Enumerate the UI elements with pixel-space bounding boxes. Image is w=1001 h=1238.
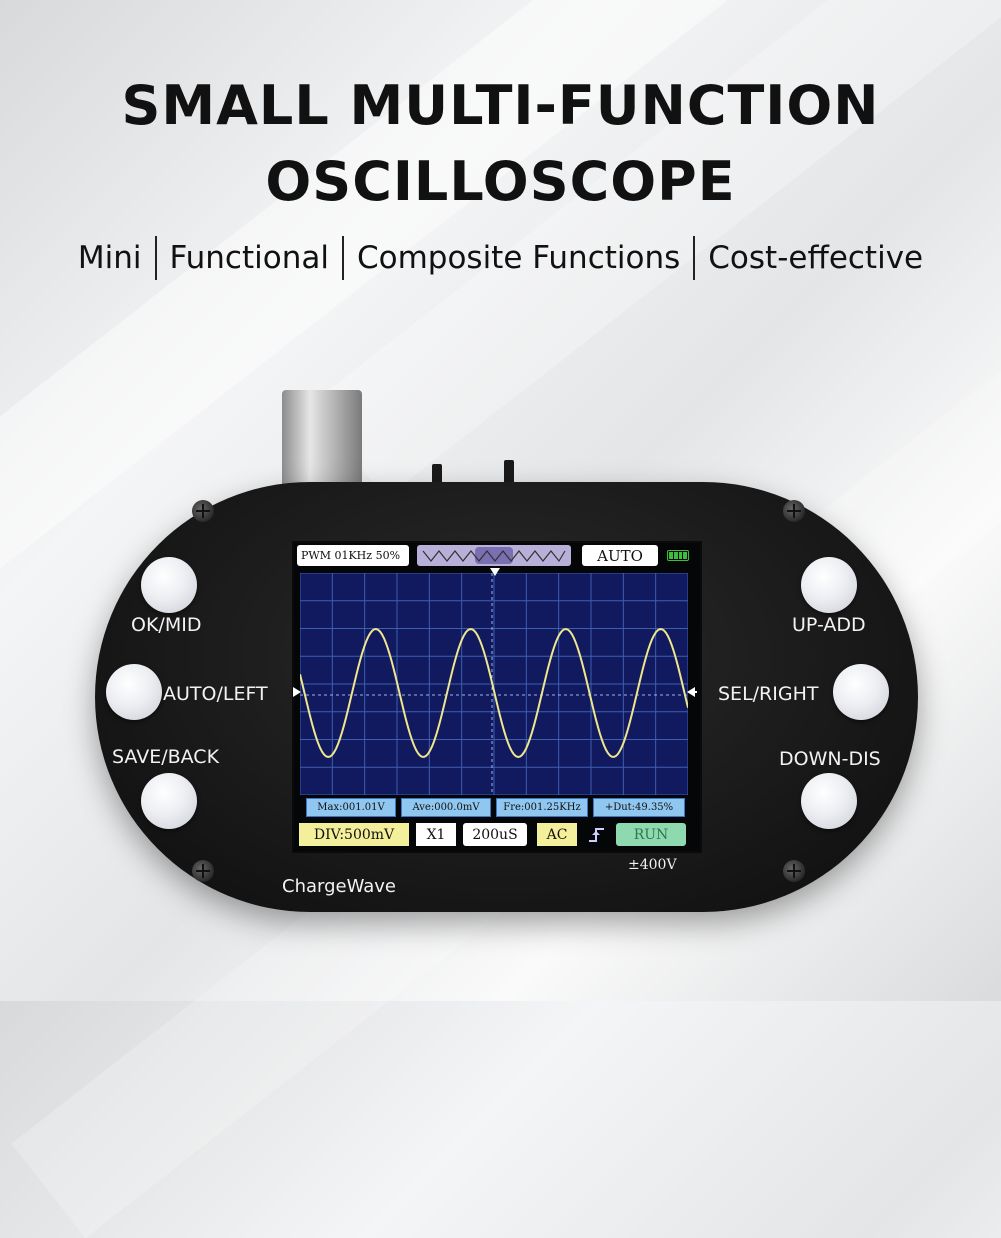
trigger-marker-icon (490, 568, 500, 576)
screw-icon (192, 500, 214, 522)
down-dis-label: DOWN-DIS (779, 748, 881, 770)
power-switch[interactable] (432, 464, 442, 486)
tag-separator (154, 236, 157, 280)
up-add-button[interactable] (801, 557, 857, 613)
volts-per-div-setting[interactable]: DIV:500mV (299, 823, 409, 846)
wave-mode-indicator: PWM 01KHz 50% (297, 545, 409, 566)
headline-line-2: OSCILLOSCOPE (265, 150, 736, 213)
run-stop-status[interactable]: RUN (616, 823, 686, 846)
frequency-readout: Fre:001.25KHz (496, 798, 588, 817)
waveform-plot-svg (300, 573, 688, 795)
power-switch-tab (504, 460, 514, 486)
tag-mini: Mini (77, 240, 142, 276)
waveform-position-icon (422, 547, 566, 564)
sel-right-button[interactable] (833, 664, 889, 720)
duty-cycle-readout: +Dut:49.35% (593, 798, 685, 817)
brand-name: ChargeWave (282, 876, 396, 897)
waveform-plot (300, 573, 688, 795)
up-add-label: UP-ADD (792, 614, 866, 636)
ok-mid-label: OK/MID (131, 614, 202, 636)
screw-icon (192, 860, 214, 882)
sel-right-label: SEL/RIGHT (718, 683, 819, 705)
level-marker-right-icon (687, 687, 697, 697)
screw-icon (783, 500, 805, 522)
screw-icon (783, 860, 805, 882)
feature-tagline: Mini Functional Composite Functions Cost… (0, 236, 1001, 280)
timebase-setting[interactable]: 200uS (463, 823, 527, 846)
ok-mid-button[interactable] (141, 557, 197, 613)
trigger-mode-indicator: AUTO (582, 545, 658, 566)
auto-left-label: AUTO/LEFT (163, 683, 268, 705)
waveform-position-bar (417, 545, 571, 566)
level-marker-left-icon (293, 687, 301, 697)
tag-separator (693, 236, 696, 280)
bnc-probe-connector (282, 390, 362, 486)
voltage-range-label: ±400V (628, 857, 677, 873)
waveform-trace (300, 627, 688, 759)
tag-separator (341, 236, 344, 280)
tag-cost-effective: Cost-effective (708, 240, 924, 276)
down-dis-button[interactable] (801, 773, 857, 829)
save-back-label: SAVE/BACK (112, 746, 220, 768)
headline-line-1: SMALL MULTI-FUNCTION (121, 74, 880, 137)
tag-composite-functions: Composite Functions (356, 240, 681, 276)
save-back-button[interactable] (141, 773, 197, 829)
tag-functional: Functional (169, 240, 329, 276)
average-voltage-readout: Ave:000.0mV (401, 798, 491, 817)
trigger-edge-icon[interactable] (586, 825, 608, 845)
max-voltage-readout: Max:001.01V (306, 798, 396, 817)
battery-icon (667, 550, 689, 561)
probe-setting[interactable]: X1 (416, 823, 456, 846)
coupling-setting[interactable]: AC (537, 823, 577, 846)
auto-left-button[interactable] (106, 664, 162, 720)
